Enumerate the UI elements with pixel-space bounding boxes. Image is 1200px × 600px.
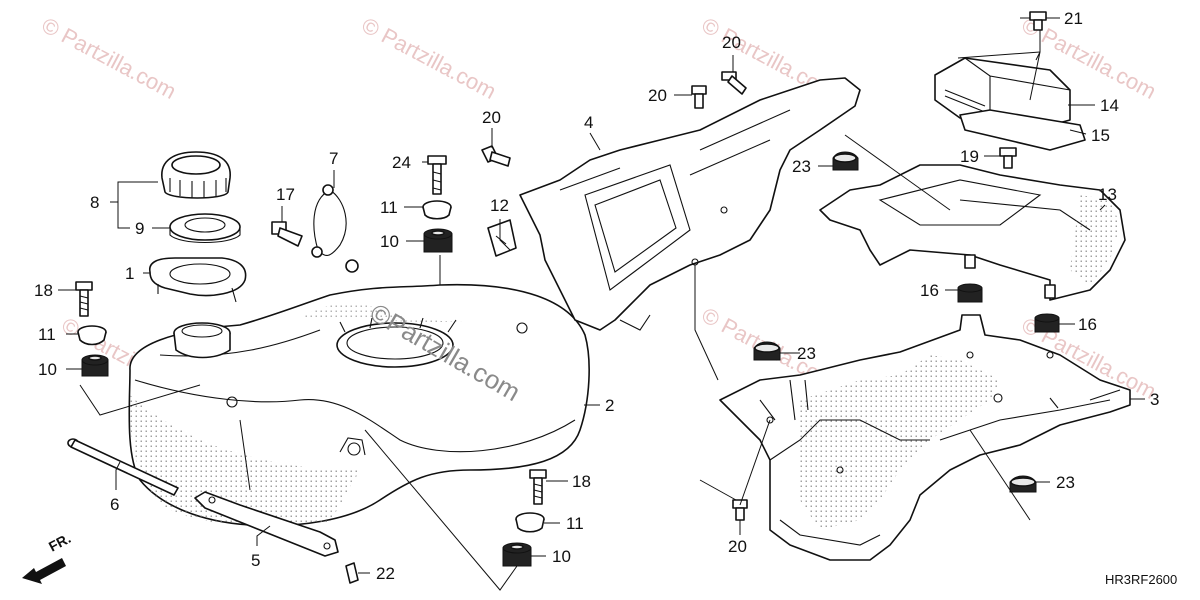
screw (999, 147, 1017, 169)
rubber-pad (959, 109, 1086, 151)
rubber-mount (81, 354, 109, 377)
callout-10-center: 10 (380, 232, 399, 251)
screw (271, 221, 303, 247)
callout-5: 5 (251, 551, 260, 570)
callout-10-lower: 10 (552, 547, 571, 566)
callout-11-lower: 11 (566, 514, 584, 533)
watermark: © Partzilla.com (358, 12, 501, 104)
callout-9: 9 (135, 219, 144, 238)
ground-wire (311, 184, 359, 273)
callout-1: 1 (125, 264, 134, 283)
callout-24: 24 (392, 153, 411, 172)
callout-15: 15 (1091, 126, 1110, 145)
screw (691, 85, 707, 109)
battery-box (819, 164, 1126, 301)
callout-10-left: 10 (38, 360, 57, 379)
grommet (753, 341, 781, 361)
callout-16-right: 16 (1078, 315, 1097, 334)
collar (422, 200, 452, 220)
callout-4: 4 (584, 113, 593, 132)
callout-23-top: 23 (792, 157, 811, 176)
callout-14: 14 (1100, 96, 1119, 115)
tank-band (194, 491, 339, 557)
bracket-clip (487, 219, 517, 257)
grommet (832, 151, 859, 171)
rubber-mount (957, 283, 983, 303)
bolt-flange (75, 281, 93, 317)
clip (345, 562, 359, 584)
callout-20-c: 20 (722, 33, 741, 52)
collar (515, 512, 545, 533)
screw (721, 71, 747, 95)
callout-11-left: 11 (38, 325, 56, 344)
callout-20-d: 20 (728, 537, 747, 556)
filler-cap (161, 151, 231, 199)
gasket (169, 213, 241, 243)
callout-20-a: 20 (482, 108, 501, 127)
callout-labels: 1 2 3 4 5 6 7 8 9 10 10 10 11 11 11 12 1… (34, 9, 1159, 583)
callout-3: 3 (1150, 390, 1159, 409)
bolt (427, 155, 447, 195)
callout-20-b: 20 (648, 86, 667, 105)
direction-label: FR. (46, 530, 73, 555)
callout-8: 8 (90, 193, 99, 212)
grommet (1009, 475, 1037, 493)
callout-13: 13 (1098, 185, 1117, 204)
collar (77, 325, 107, 346)
callout-2: 2 (605, 396, 614, 415)
frame-cover (519, 77, 861, 331)
callout-16-left: 16 (920, 281, 939, 300)
callout-7: 7 (329, 149, 338, 168)
watermark: © Partzilla.com (38, 12, 181, 104)
rubber-mount (1034, 313, 1060, 333)
filler-base (149, 257, 247, 303)
callout-23-mid: 23 (797, 344, 816, 363)
callout-12: 12 (490, 196, 509, 215)
callout-21: 21 (1064, 9, 1083, 28)
callout-23-lower: 23 (1056, 473, 1075, 492)
rubber-mount (423, 228, 453, 253)
screw (732, 499, 748, 521)
bolt-flange (529, 469, 547, 505)
front-direction-arrow: FR. (22, 530, 73, 584)
fuel-tank (128, 283, 590, 527)
screw (481, 145, 511, 167)
callout-17: 17 (276, 185, 295, 204)
callout-18-lower: 18 (572, 472, 591, 491)
callout-6: 6 (110, 495, 119, 514)
callout-11-center: 11 (380, 198, 398, 217)
drawing-code: HR3RF2600 (1105, 572, 1177, 587)
leader-lines (58, 17, 1145, 591)
screw (1029, 11, 1047, 31)
callout-22: 22 (376, 564, 395, 583)
long-bolt (67, 438, 179, 496)
callout-18-left: 18 (34, 281, 53, 300)
rubber-mount (502, 542, 532, 567)
callout-19: 19 (960, 147, 979, 166)
under-tray (719, 314, 1131, 561)
